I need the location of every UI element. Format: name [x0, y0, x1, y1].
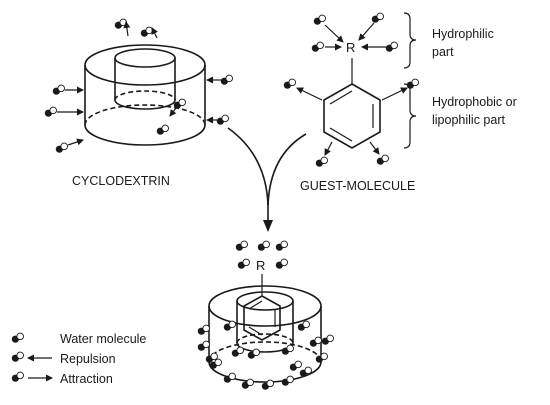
hydrophobic-label-line2: lipophilic part	[432, 113, 505, 127]
legend: Water molecule Repulsion Attraction	[11, 332, 146, 386]
legend-attraction-icon	[11, 371, 24, 383]
legend-repulsion: Repulsion	[11, 351, 116, 366]
cyclodextrin-ring	[84, 44, 206, 146]
inclusion-complex-water-ring	[197, 320, 334, 391]
legend-attraction-label: Attraction	[60, 372, 113, 386]
cyclodextrin-interaction-arrows	[57, 21, 221, 146]
hydrophilic-label-line1: Hydrophilic	[432, 27, 494, 41]
combination-arrow	[227, 127, 307, 232]
cyclodextrin-label: CYCLODEXTRIN	[72, 174, 170, 188]
r-group-complex-label: R	[256, 258, 265, 273]
hydrophobic-label-line1: Hydrophobic or	[432, 95, 517, 109]
hydrophobic-brace	[403, 83, 417, 149]
inclusion-complex-ring	[208, 285, 322, 383]
guest-molecule-label: GUEST-MOLECULE	[300, 179, 415, 193]
guest-water-molecules	[283, 12, 419, 168]
legend-water-molecule: Water molecule	[11, 332, 146, 346]
legend-water-molecule-label: Water molecule	[60, 332, 146, 346]
legend-repulsion-icon	[11, 351, 24, 363]
legend-attraction: Attraction	[11, 371, 113, 386]
guest-molecule-bonds	[323, 58, 381, 149]
guest-interaction-arrows	[296, 22, 408, 156]
hydrophilic-label-line2: part	[432, 45, 454, 59]
legend-repulsion-label: Repulsion	[60, 352, 116, 366]
legend-water-molecule-icon	[11, 332, 24, 344]
hydrophilic-brace	[403, 12, 417, 69]
r-group-label: R	[346, 40, 355, 55]
